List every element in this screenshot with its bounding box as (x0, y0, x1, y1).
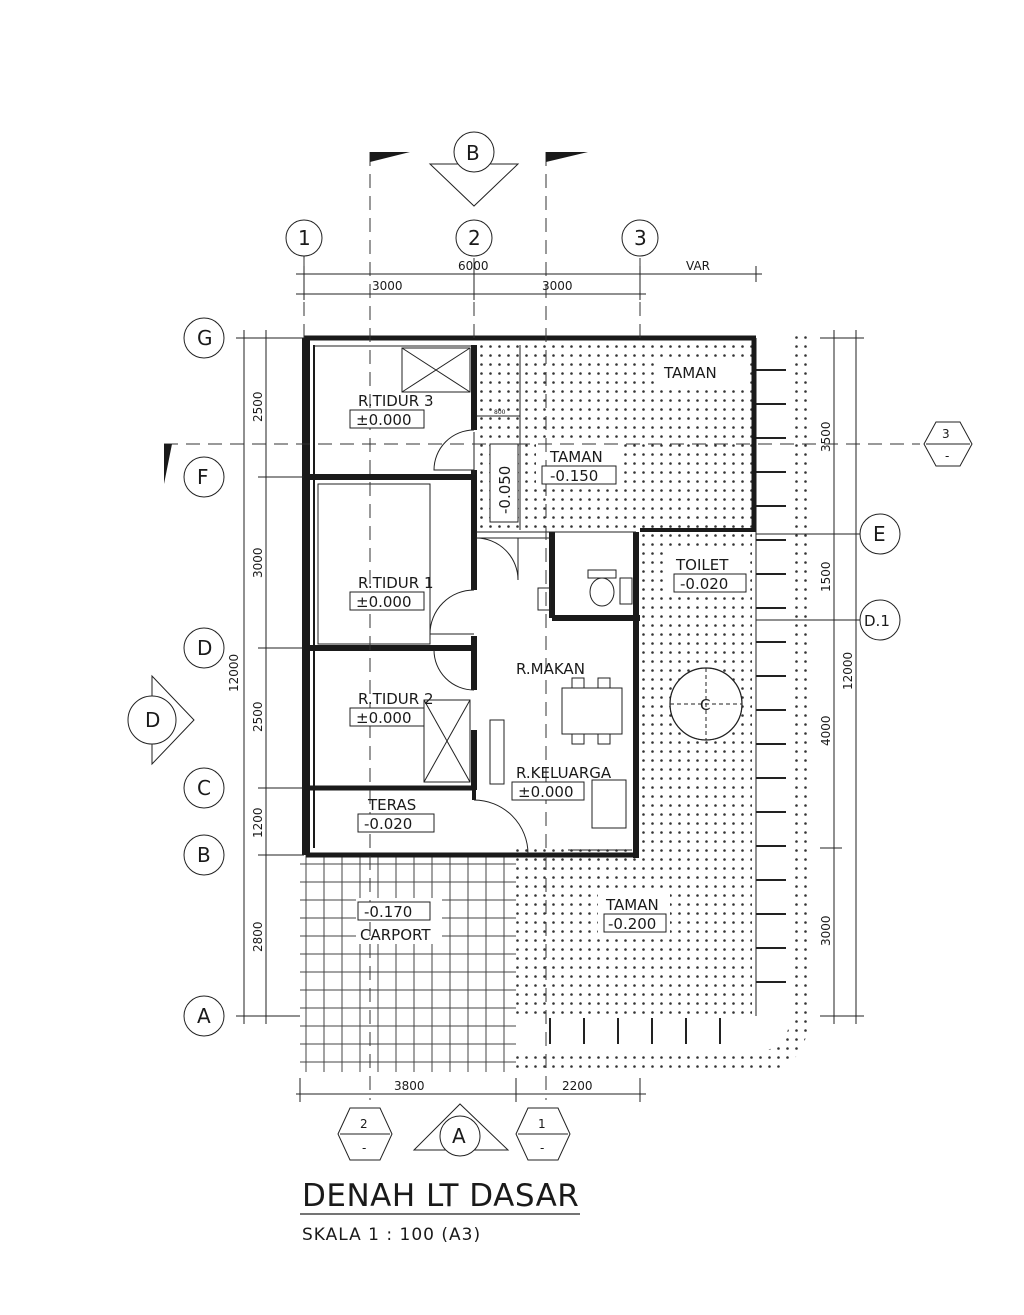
section-cut-flags (164, 152, 588, 484)
room-makan-name: R.MAKAN (516, 660, 585, 678)
svg-text:3800: 3800 (394, 1079, 425, 1093)
room-teras-name: TERAS (367, 796, 416, 814)
svg-text:VAR: VAR (686, 259, 710, 273)
svg-text:2500: 2500 (251, 391, 265, 422)
room-carport-name: CARPORT (360, 926, 431, 944)
room-tidur2-name: R.TIDUR 2 (358, 690, 434, 708)
svg-text:2: 2 (360, 1117, 368, 1131)
svg-text:-: - (540, 1141, 544, 1155)
grid-row-d1: D.1 (864, 612, 890, 630)
grid-row-f: F (197, 465, 209, 489)
room-taman-bottom-level: -0.200 (608, 915, 656, 933)
drawing-title-block: DENAH LT DASAR SKALA 1 : 100 (A3) (300, 1178, 580, 1245)
room-tidur3-name: R.TIDUR 3 (358, 392, 434, 410)
section-marker-bottom: A (412, 1103, 510, 1157)
carport-tiles (300, 855, 516, 1072)
svg-text:1: 1 (538, 1117, 546, 1131)
room-tidur2-level: ±0.000 (356, 709, 412, 727)
detail-marker-bottom-right: 1 - (515, 1107, 571, 1161)
svg-text:800: 800 (494, 409, 506, 416)
room-taman-inner-level: -0.150 (550, 467, 598, 485)
dimension-lines (236, 266, 864, 1102)
svg-text:3000: 3000 (372, 279, 403, 293)
svg-text:3500: 3500 (819, 421, 833, 452)
svg-text:1500: 1500 (819, 561, 833, 592)
grid-col-1: 1 (298, 226, 311, 250)
garden-top-label-bg (654, 360, 746, 384)
svg-text:1200: 1200 (251, 807, 265, 838)
room-teras-level: -0.020 (364, 815, 412, 833)
room-taman-bottom-name: TAMAN (605, 896, 659, 914)
room-tidur3-level: ±0.000 (356, 411, 412, 429)
section-left-label: D (145, 708, 160, 732)
room-keluarga-name: R.KELUARGA (516, 764, 612, 782)
row-grid-bubbles: G F E D.1 D C B A (183, 317, 901, 1037)
section-bottom-label: A (452, 1124, 466, 1148)
section-marker-top: B (428, 131, 520, 207)
dimension-texts: 6000 VAR 3000 3000 3800 2200 12000 2500 … (227, 259, 855, 1093)
grid-row-c: C (197, 776, 211, 800)
svg-text:2800: 2800 (251, 921, 265, 952)
svg-text:2500: 2500 (251, 701, 265, 732)
room-tidur1-level: ±0.000 (356, 593, 412, 611)
drawing-title: DENAH LT DASAR (302, 1178, 579, 1214)
svg-text:-: - (362, 1141, 366, 1155)
grid-col-2: 2 (468, 226, 481, 250)
svg-text:-: - (945, 449, 949, 463)
column-grid-bubbles: 1 2 3 (285, 219, 659, 258)
detail-marker-right: 3 - (923, 421, 973, 467)
svg-text:3000: 3000 (251, 547, 265, 578)
corridor-level: -0.050 (496, 466, 514, 514)
room-tidur1-name: R.TIDUR 1 (358, 574, 434, 592)
room-taman-top-name: TAMAN (663, 364, 717, 382)
section-marker-left: D (127, 674, 195, 766)
section-top-label: B (466, 141, 480, 165)
svg-text:4000: 4000 (819, 715, 833, 746)
room-labels: R.TIDUR 3 ±0.000 R.TIDUR 1 ±0.000 R.TIDU… (349, 364, 747, 944)
svg-text:2200: 2200 (562, 1079, 593, 1093)
furniture (317, 347, 633, 851)
tree-label: C (700, 696, 710, 714)
svg-text:3000: 3000 (819, 915, 833, 946)
drawing-scale: SKALA 1 : 100 (A3) (302, 1225, 481, 1245)
detail-marker-bottom-left: 2 - (337, 1107, 393, 1161)
svg-text:3000: 3000 (542, 279, 573, 293)
tree-symbol: C (669, 667, 743, 741)
room-keluarga-level: ±0.000 (518, 783, 574, 801)
grid-col-3: 3 (634, 226, 647, 250)
grid-row-a: A (197, 1004, 211, 1028)
fence-posts (549, 369, 786, 1044)
room-toilet-level: -0.020 (680, 575, 728, 593)
grid-row-d: D (197, 636, 212, 660)
grid-row-e: E (873, 522, 886, 546)
svg-text:3: 3 (942, 427, 950, 441)
room-toilet-name: TOILET (675, 556, 729, 574)
svg-text:6000: 6000 (458, 259, 489, 273)
room-carport-level: -0.170 (364, 903, 412, 921)
room-taman-inner-name: TAMAN (549, 448, 603, 466)
grid-row-g: G (197, 326, 213, 350)
svg-text:12000: 12000 (227, 654, 241, 692)
svg-text:12000: 12000 (841, 652, 855, 690)
walls (302, 335, 757, 858)
grid-row-b: B (197, 843, 211, 867)
